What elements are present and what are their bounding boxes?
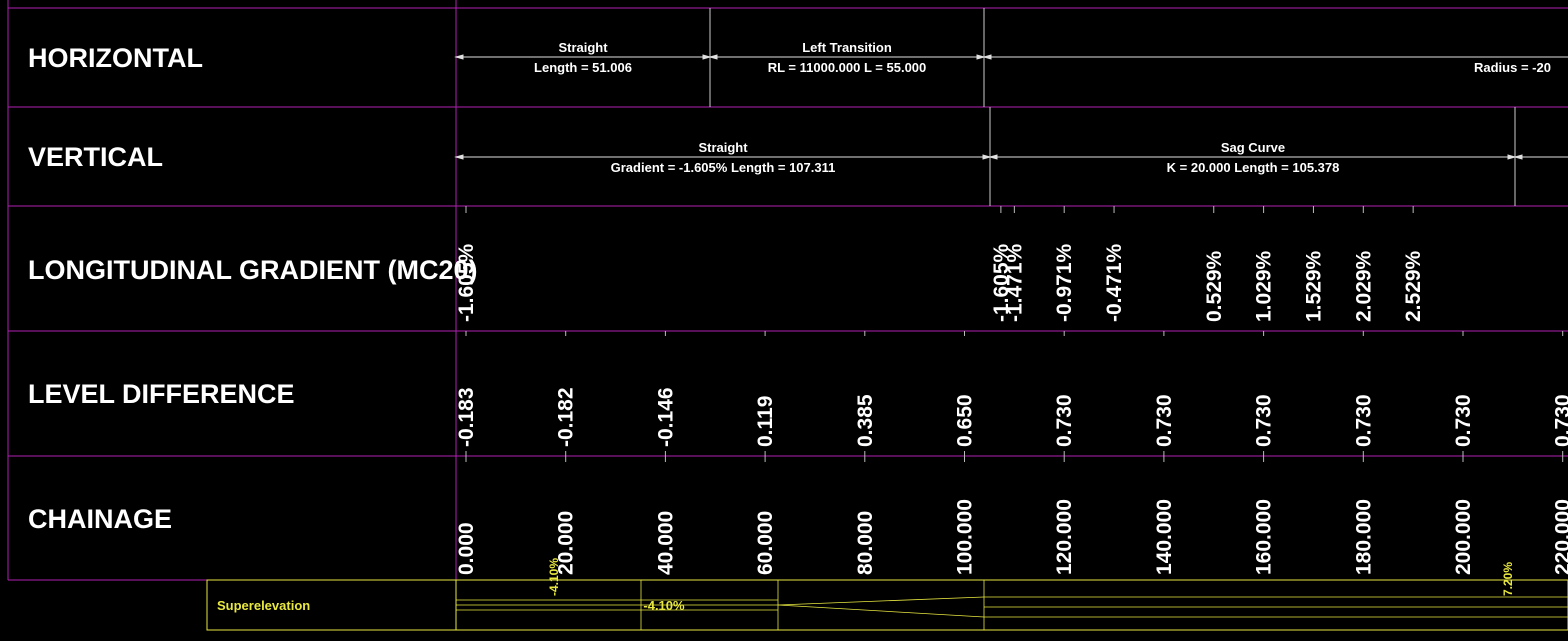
row-title-vertical: VERTICAL (28, 142, 163, 172)
superelevation-value: -4.10% (643, 598, 685, 613)
level-difference-row: -0.183 -0.182 -0.146 0.119 0.385 0.650 0.730 0.… (455, 331, 1568, 456)
chainage-value: 20.000 (555, 511, 578, 575)
chainage-value: 120.000 (1053, 499, 1076, 575)
vertical-segment-1-title: Straight (698, 140, 748, 155)
chainage-value: 180.000 (1352, 499, 1375, 575)
chainage-value: 100.000 (954, 499, 977, 575)
chainage-value: 60.000 (754, 511, 777, 575)
level-difference-value: 0.650 (954, 394, 977, 447)
vertical-segment-2-title: Sag Curve (1221, 140, 1285, 155)
chainage-value: 0.000 (455, 522, 478, 575)
horizontal-segment-1-title: Straight (558, 40, 608, 55)
level-difference-value: 0.385 (854, 394, 877, 447)
level-difference-value: 0.730 (1452, 394, 1475, 447)
superelevation-values: -4.10% -4.10% 7.20% (547, 558, 1515, 613)
gradient-value: -0.471% (1103, 243, 1126, 322)
gradient-value: 2.029% (1352, 250, 1375, 322)
chainage-value: 40.000 (654, 511, 677, 575)
superelevation-lines (456, 596, 1568, 618)
chainage-value: 220.000 (1552, 499, 1568, 575)
level-difference-value: 0.730 (1253, 394, 1276, 447)
level-difference-value: 0.730 (1153, 394, 1176, 447)
chainage-value: 160.000 (1253, 499, 1276, 575)
horizontal-segment-2-detail: RL = 11000.000 L = 55.000 (768, 60, 927, 75)
level-difference-value: -0.183 (455, 387, 478, 447)
horizontal-segment-1-detail: Length = 51.006 (534, 60, 632, 75)
gradient-value: -1.605% (455, 243, 478, 322)
row-title-level-difference: LEVEL DIFFERENCE (28, 379, 295, 409)
gradient-value: -1.605% (990, 243, 1013, 322)
row-title-gradient: LONGITUDINAL GRADIENT (MC20) (28, 255, 478, 285)
gradient-row: -1.605%-1.605%-1.471%-0.971%-0.471%0.529… (455, 206, 1425, 322)
superelevation-label: Superelevation (217, 598, 310, 613)
gradient-value: -0.971% (1053, 243, 1076, 322)
chainage-row: 0.000 20.000 40.000 60.000 80.000 100.000 120.… (455, 456, 1568, 575)
gradient-value: 1.529% (1302, 250, 1325, 322)
chainage-value: 80.000 (854, 511, 877, 575)
vertical-segment-2-detail: K = 20.000 Length = 105.378 (1167, 160, 1340, 175)
chainage-value: 200.000 (1452, 499, 1475, 575)
gradient-value: 2.529% (1402, 250, 1425, 322)
gradient-value: 0.529% (1203, 250, 1226, 322)
row-title-horizontal: HORIZONTAL (28, 43, 203, 73)
level-difference-value: 0.730 (1053, 394, 1076, 447)
level-difference-value: 0.730 (1352, 394, 1375, 447)
horizontal-segment-2-title: Left Transition (802, 40, 892, 55)
horizontal-segment-3-detail: Radius = -20 (1474, 60, 1551, 75)
row-title-chainage: CHAINAGE (28, 504, 172, 534)
level-difference-value: -0.146 (654, 387, 677, 447)
superelevation-frame (206, 579, 1568, 631)
level-difference-value: -0.182 (555, 387, 578, 447)
horizontal-segments: Straight Length = 51.006 Left Transition… (454, 8, 1568, 107)
vertical-segments: Straight Gradient = -1.605% Length = 107… (454, 107, 1568, 206)
superelevation-value: 7.20% (1501, 562, 1515, 596)
vertical-segment-1-detail: Gradient = -1.605% Length = 107.311 (611, 160, 836, 175)
superelevation-value: -4.10% (547, 558, 561, 596)
level-difference-value: 0.119 (754, 396, 777, 447)
level-difference-value: 0.730 (1552, 394, 1568, 447)
gradient-value: 1.029% (1253, 250, 1276, 322)
chainage-value: 140.000 (1153, 499, 1176, 575)
superelevation-band: Superelevation -4.10% -4.10% 7.20% (206, 558, 1568, 631)
gradient-value: -1.471% (1003, 243, 1026, 322)
